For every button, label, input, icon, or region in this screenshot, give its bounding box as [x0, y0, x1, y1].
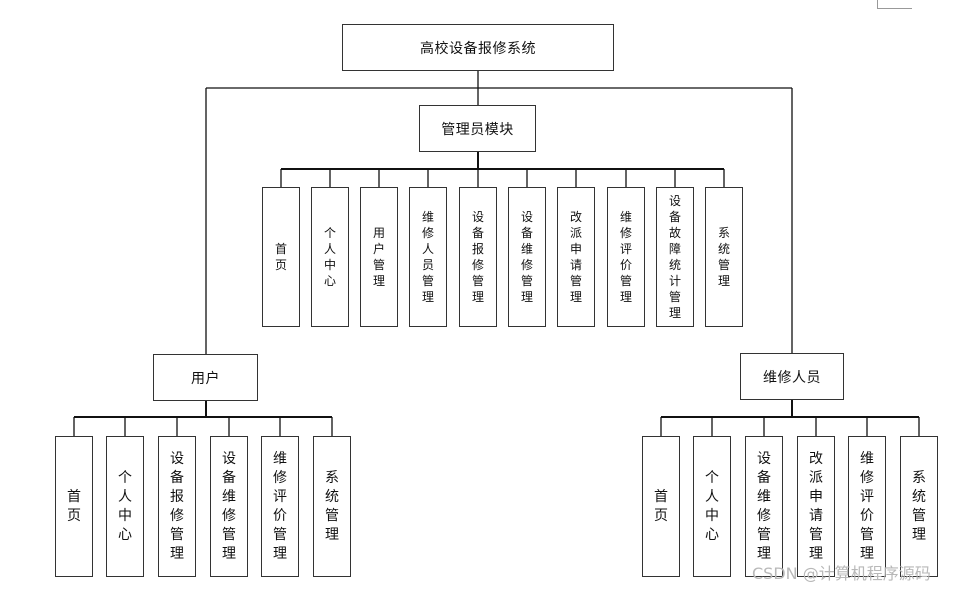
node-label: 个人中心: [323, 226, 336, 288]
admin-child-node: 系统管理: [705, 187, 743, 327]
admin-child-node: 首页: [262, 187, 300, 327]
admin-child-node: 设备故障统计管理: [656, 187, 694, 327]
root-node: 高校设备报修系统: [342, 24, 614, 71]
node-label: 设备报修管理: [471, 210, 484, 304]
admin-child-node: 维修评价管理: [607, 187, 645, 327]
user-child-node: 系统管理: [313, 436, 351, 577]
repairer-child-node: 系统管理: [900, 436, 938, 577]
admin-child-node: 用户管理: [360, 187, 398, 327]
admin-child-node: 设备报修管理: [459, 187, 497, 327]
repairer-module-node: 维修人员: [740, 353, 844, 400]
admin-child-node: 设备维修管理: [508, 187, 546, 327]
admin-module-title: 管理员模块: [441, 121, 514, 138]
node-label: 改派申请管理: [569, 210, 582, 304]
node-label: 维修评价管理: [860, 450, 874, 562]
repairer-module-title: 维修人员: [763, 369, 821, 386]
repairer-child-node: 设备维修管理: [745, 436, 783, 577]
node-label: 用户管理: [372, 226, 385, 288]
repairer-child-node: 个人中心: [693, 436, 731, 577]
node-label: 设备故障统计管理: [668, 194, 681, 320]
admin-child-node: 维修人员管理: [409, 187, 447, 327]
node-label: 系统管理: [717, 226, 730, 288]
node-label: 首页: [274, 242, 287, 272]
node-label: 首页: [67, 488, 81, 524]
user-module-node: 用户: [153, 354, 258, 401]
admin-module-node: 管理员模块: [419, 105, 536, 152]
watermark-text: CSDN @计算机程序源码: [752, 564, 931, 583]
user-child-node: 首页: [55, 436, 93, 577]
user-child-node: 维修评价管理: [261, 436, 299, 577]
user-child-node: 设备维修管理: [210, 436, 248, 577]
node-label: 设备报修管理: [170, 450, 184, 562]
node-label: 个人中心: [705, 469, 719, 543]
node-label: 设备维修管理: [757, 450, 771, 562]
node-label: 设备维修管理: [520, 210, 533, 304]
repairer-child-node: 维修评价管理: [848, 436, 886, 577]
node-label: 维修评价管理: [273, 450, 287, 562]
repairer-child-node: 改派申请管理: [797, 436, 835, 577]
node-label: 改派申请管理: [809, 450, 823, 562]
repairer-child-node: 首页: [642, 436, 680, 577]
node-label: 首页: [654, 488, 668, 524]
user-child-node: 个人中心: [106, 436, 144, 577]
node-label: 系统管理: [325, 469, 339, 543]
node-label: 维修评价管理: [619, 210, 632, 304]
user-module-title: 用户: [191, 370, 220, 387]
node-label: 个人中心: [118, 469, 132, 543]
user-child-node: 设备报修管理: [158, 436, 196, 577]
admin-child-node: 个人中心: [311, 187, 349, 327]
root-title: 高校设备报修系统: [420, 40, 536, 57]
node-label: 维修人员管理: [421, 210, 434, 304]
node-label: 设备维修管理: [222, 450, 236, 562]
corner-mark: [877, 0, 912, 9]
node-label: 系统管理: [912, 469, 926, 543]
admin-child-node: 改派申请管理: [557, 187, 595, 327]
